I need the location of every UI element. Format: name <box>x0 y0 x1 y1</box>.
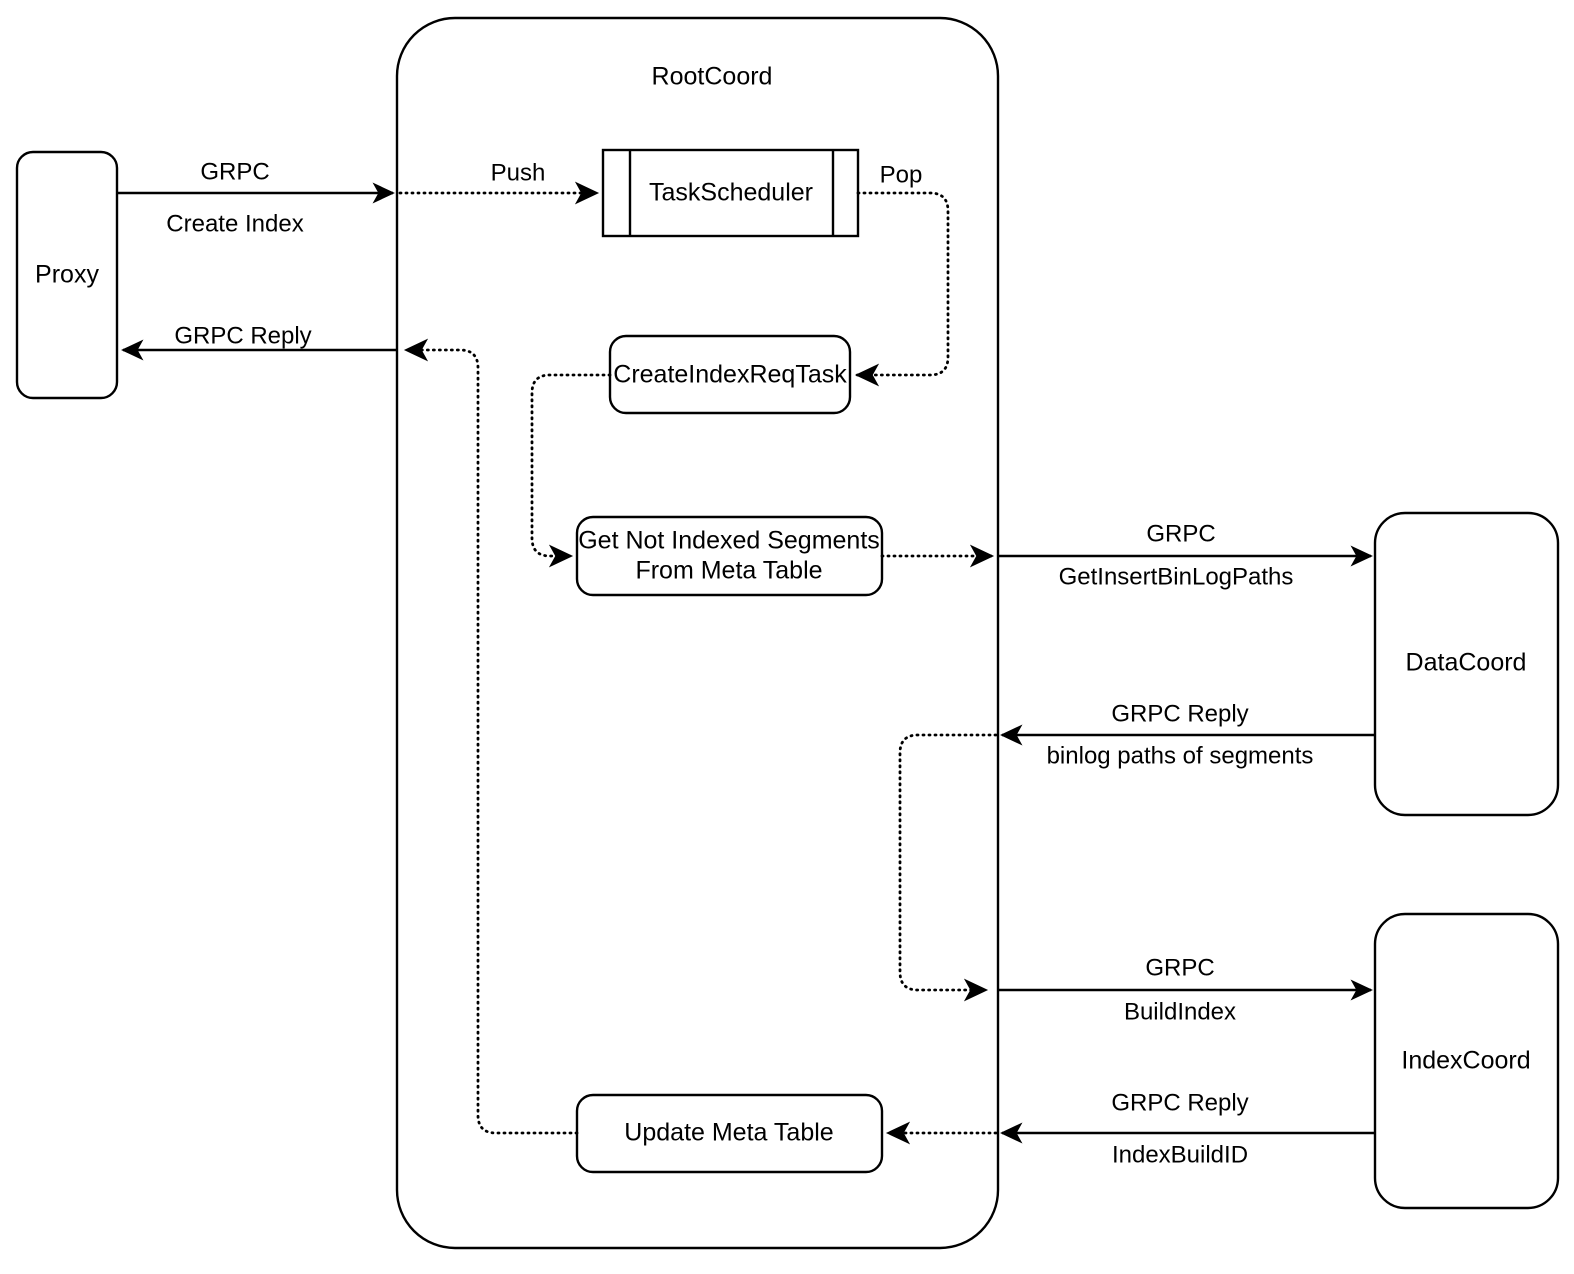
edge-rootcoord-to-proxy-label: GRPC Reply <box>174 322 311 349</box>
edge-datacoord-to-rootcoord-label-top: GRPC Reply <box>1111 700 1248 727</box>
proxy-label: Proxy <box>35 261 99 289</box>
edge-indexcoord-to-rootcoord-label-top: GRPC Reply <box>1111 1089 1248 1116</box>
rootcoord-label: RootCoord <box>652 63 773 91</box>
edge-proxy-to-rootcoord-label-bottom: Create Index <box>166 210 303 237</box>
update-meta-table-label: Update Meta Table <box>624 1119 833 1147</box>
create-index-req-task-label: CreateIndexReqTask <box>613 361 847 389</box>
edge-task-to-segments <box>530 373 612 568</box>
rootcoord-container <box>395 16 1000 1250</box>
indexcoord-node[interactable] <box>1373 912 1560 1210</box>
edge-indexcoord-to-rootcoord-label-bottom: IndexBuildID <box>1112 1141 1248 1168</box>
task-scheduler-node[interactable] <box>601 148 860 238</box>
get-not-indexed-segments-label-line2: From Meta Table <box>635 557 822 585</box>
edge-datacoord-to-rootcoord-label-bottom: binlog paths of segments <box>1047 742 1314 769</box>
task-scheduler-label: TaskScheduler <box>649 179 813 207</box>
edge-rootcoord-to-datacoord-label-top: GRPC <box>1146 520 1215 547</box>
edge-rootcoord-to-indexcoord-label-bottom: BuildIndex <box>1124 998 1236 1025</box>
edge-proxy-to-rootcoord-label-top: GRPC <box>200 158 269 185</box>
edge-push-label: Push <box>491 159 546 186</box>
edge-pop-to-task <box>854 191 950 387</box>
edge-pop-label: Pop <box>880 161 923 188</box>
proxy-node[interactable] <box>15 150 119 400</box>
edge-binlog-loop-to-buildindex <box>898 733 998 1002</box>
get-not-indexed-segments-label-line1: Get Not Indexed Segments <box>578 527 880 555</box>
datacoord-label: DataCoord <box>1406 649 1527 677</box>
datacoord-node[interactable] <box>1373 511 1560 817</box>
edge-rootcoord-to-datacoord-label-bottom: GetInsertBinLogPaths <box>1059 563 1294 590</box>
indexcoord-label: IndexCoord <box>1401 1047 1530 1075</box>
edge-rootcoord-to-indexcoord-label-top: GRPC <box>1145 954 1214 981</box>
